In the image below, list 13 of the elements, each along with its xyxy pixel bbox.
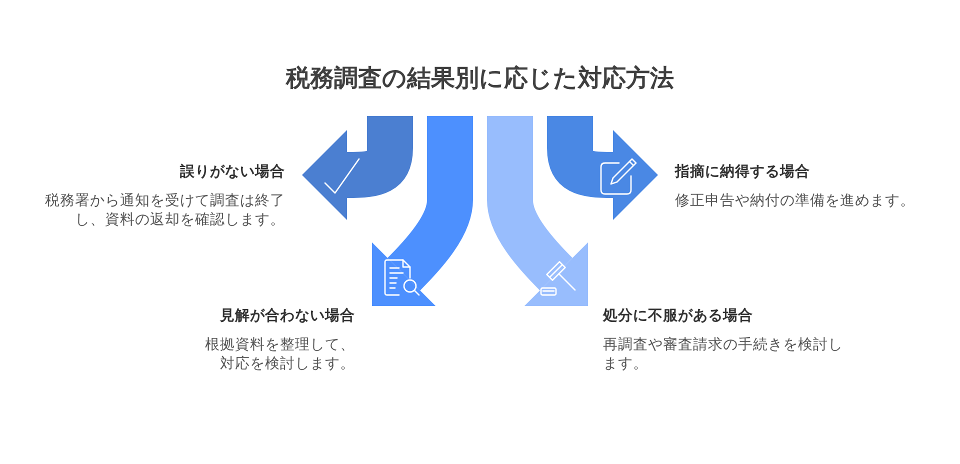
curved-arrow [372, 116, 473, 306]
curved-arrow [547, 116, 658, 220]
case-heading: 指摘に納得する場合 [675, 162, 810, 182]
case-heading: 見解が合わない場合 [220, 306, 355, 326]
case-heading: 誤りがない場合 [180, 162, 285, 182]
case-description: 再調査や審査請求の手続きを検討します。 [603, 336, 843, 374]
case-description: 修正申告や納付の準備を進めます。 [675, 192, 915, 211]
title: 税務調査の結果別に応じた対応方法 [284, 63, 675, 94]
case-heading: 処分に不服がある場合 [603, 306, 753, 326]
curved-arrow [487, 116, 588, 306]
curved-arrow [302, 116, 413, 220]
case-description: 根拠資料を整理して、対応を検討します。 [205, 336, 355, 374]
case-description: 税務署から通知を受けて調査は終了し、資料の返却を確認します。 [45, 192, 285, 230]
